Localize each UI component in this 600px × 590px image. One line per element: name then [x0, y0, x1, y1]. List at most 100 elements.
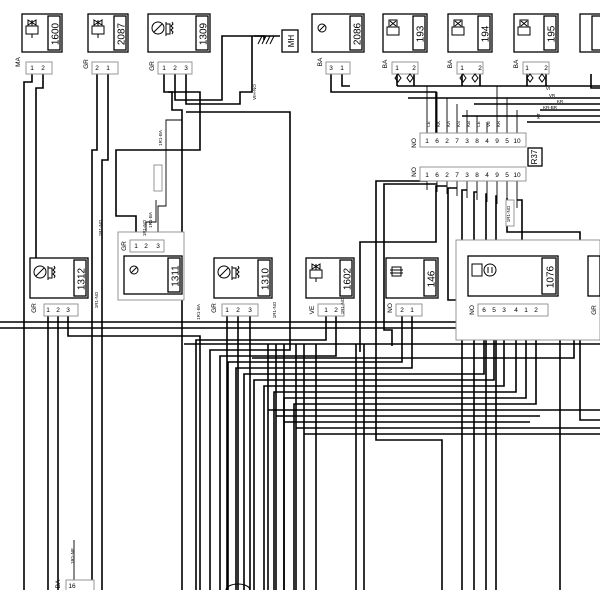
- component-193[interactable]: [382, 13, 428, 53]
- wire: [283, 316, 527, 590]
- wire-label: KR-BR: [543, 105, 558, 110]
- component-number: 194: [481, 25, 492, 42]
- wire: [359, 185, 447, 352]
- wire-color-code: GR: [121, 241, 128, 251]
- component-1076[interactable]: [467, 255, 559, 297]
- partial-component: [587, 255, 600, 297]
- wire: [330, 74, 437, 136]
- component-number: 1309: [199, 22, 210, 45]
- wire-label: KT: [536, 113, 541, 119]
- wire: [293, 316, 537, 590]
- wire: [253, 316, 495, 590]
- pin-number: 2: [95, 65, 99, 72]
- pin-number: 1: [225, 307, 229, 314]
- switch-icon: [390, 266, 403, 277]
- splice-icon: [538, 73, 546, 83]
- splice-icon: [406, 73, 414, 83]
- pin-number: 3: [66, 307, 70, 314]
- sensor-icon: [129, 265, 139, 275]
- pin-number: 2: [412, 65, 416, 72]
- wire: [157, 119, 182, 240]
- wire-label: 1R1-BA: [158, 130, 163, 146]
- pin-number: 3: [184, 65, 188, 72]
- pin-number: 1: [525, 65, 529, 72]
- wire: [67, 316, 201, 590]
- wire-color-code: GR: [149, 61, 156, 71]
- wire: [23, 74, 33, 590]
- pin-number: 3: [329, 65, 333, 72]
- connector-r37-top: [419, 132, 527, 148]
- pin-number: 2: [445, 138, 449, 145]
- wire-label: 1R1-BA: [148, 212, 153, 228]
- pin-number: 5: [505, 138, 509, 145]
- wire-color-code: NO: [411, 138, 418, 148]
- solenoid-valve-icon: [25, 19, 39, 38]
- wire-label: 1R1-NO: [340, 297, 345, 314]
- pin-number: 3: [502, 307, 506, 314]
- wire: [590, 74, 600, 89]
- pin-number: 1: [30, 65, 34, 72]
- wire: [163, 74, 183, 590]
- wire-label: 1R1-NE: [70, 548, 75, 564]
- component-2086[interactable]: [311, 13, 365, 53]
- component-1311[interactable]: [123, 255, 183, 295]
- pin-number: 3: [248, 307, 252, 314]
- wire-color-code: BA: [513, 59, 520, 68]
- motor-icon: [471, 263, 497, 277]
- splice-icon: [459, 73, 467, 83]
- harness-bend-icon: [225, 583, 251, 590]
- component-number: 193: [416, 25, 427, 42]
- ground-label: MH: [287, 35, 296, 48]
- wire: [375, 180, 443, 590]
- wire: [473, 191, 477, 590]
- connector-2086: [325, 61, 351, 75]
- pin-number: 3: [156, 243, 160, 250]
- wire: [91, 74, 98, 590]
- connector-1312: [43, 303, 79, 317]
- wire: [101, 74, 109, 590]
- component-146[interactable]: [385, 257, 439, 299]
- pin-number: 5: [492, 307, 496, 314]
- connector-label: R37: [530, 149, 539, 164]
- injector-icon: [386, 19, 400, 36]
- pin-number: 10: [513, 172, 521, 179]
- connector-194: [456, 61, 484, 75]
- wire-color-code: BA: [55, 579, 62, 588]
- connector-1076: [477, 303, 549, 317]
- pin-number: 1: [410, 307, 414, 314]
- wire: [115, 91, 201, 240]
- splice-icon: [394, 73, 402, 83]
- wire: [35, 74, 44, 260]
- wire-label: KK: [436, 121, 441, 127]
- connector-195: [522, 61, 550, 75]
- pin-number: 1: [340, 65, 344, 72]
- wire-label: 1R1-NO: [94, 291, 99, 308]
- component-number: 146: [427, 270, 438, 287]
- pin-number: 2: [173, 65, 177, 72]
- pin-number: 7: [455, 138, 459, 145]
- pin-number: 6: [435, 138, 439, 145]
- component-1600[interactable]: [21, 13, 63, 53]
- component-number: 1312: [77, 267, 88, 290]
- pin-number: 2: [445, 172, 449, 179]
- wire-label: VI: [546, 86, 550, 91]
- connector-r37-label-box: [527, 147, 543, 167]
- wire: [383, 183, 437, 346]
- wire: [341, 74, 350, 87]
- pin-number: 3: [465, 172, 469, 179]
- component-number: 1602: [343, 267, 354, 290]
- wire-color-code: BA: [382, 59, 389, 68]
- component-1309[interactable]: [147, 13, 211, 53]
- component-number: 1311: [171, 265, 182, 287]
- pin-number: 10: [513, 138, 521, 145]
- sensor-icon: [317, 23, 327, 33]
- pin-number: 1: [162, 65, 166, 72]
- wire-label: VIH-NO: [252, 84, 257, 100]
- wire: [195, 316, 327, 590]
- pin-number: 4: [485, 138, 489, 145]
- wire-label: VR: [549, 93, 556, 98]
- wire-color-code: VE: [309, 305, 316, 314]
- pin-number: 1: [46, 307, 50, 314]
- splice-icon: [471, 73, 479, 83]
- component-194[interactable]: [447, 13, 493, 53]
